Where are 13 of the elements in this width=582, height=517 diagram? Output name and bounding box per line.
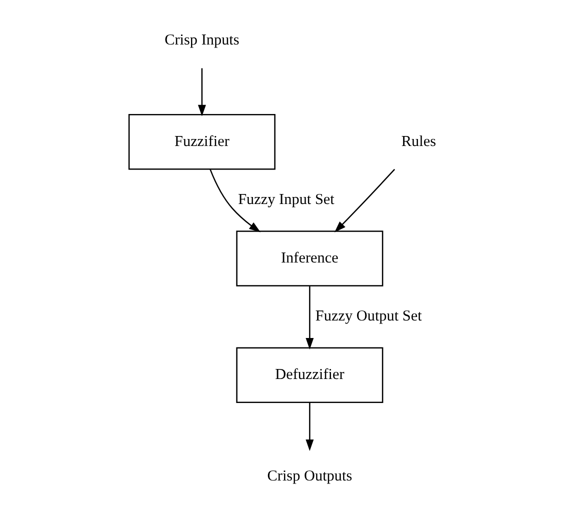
arrow xyxy=(306,286,314,350)
node-box: Inference xyxy=(236,230,384,286)
edge-label: Fuzzy Input Set xyxy=(238,191,334,208)
arrow xyxy=(334,168,396,232)
node-text: Crisp Outputs xyxy=(267,467,352,484)
arrow xyxy=(198,68,206,116)
arrow xyxy=(306,402,314,451)
arrow xyxy=(210,169,261,232)
node-text: Rules xyxy=(401,132,436,150)
node-box: Fuzzifier xyxy=(128,114,276,170)
node-box: Defuzzifier xyxy=(236,347,384,403)
node-text: Crisp Inputs xyxy=(164,31,240,48)
edge-label: Fuzzy Output Set xyxy=(315,308,422,325)
